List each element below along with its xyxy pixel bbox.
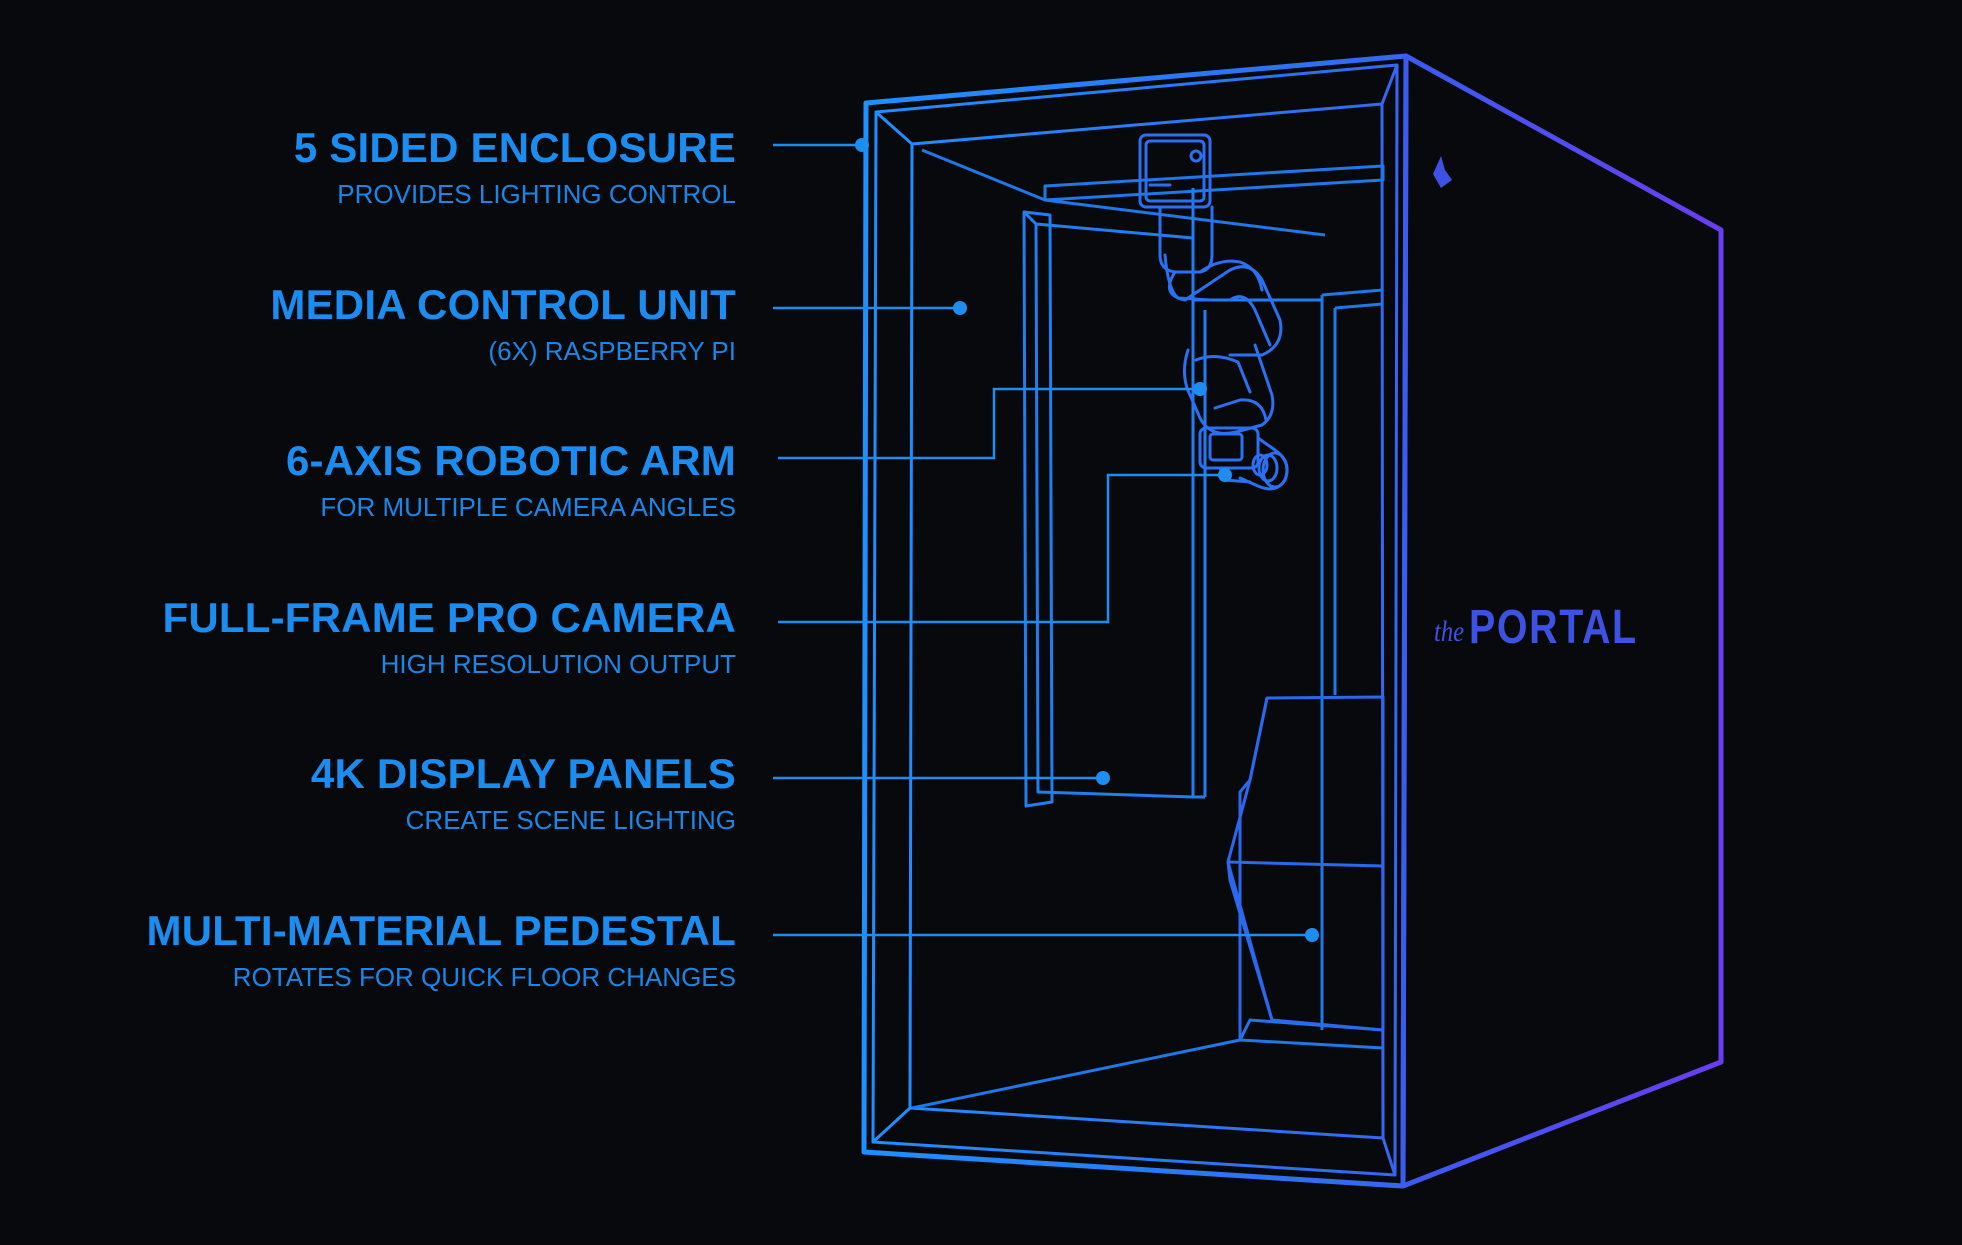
callout-dot-robotic-arm	[1193, 382, 1207, 396]
brand-prefix: the	[1434, 615, 1465, 648]
flame-logo-icon	[1433, 156, 1452, 188]
feature-robotic-arm: 6-AXIS ROBOTIC ARM FOR MULTIPLE CAMERA A…	[286, 437, 736, 523]
feature-subtitle: FOR MULTIPLE CAMERA ANGLES	[320, 492, 736, 522]
callout-dot-display	[1096, 771, 1110, 785]
feature-subtitle: PROVIDES LIGHTING CONTROL	[337, 179, 736, 209]
camera-body	[1198, 426, 1260, 470]
feature-media-control-unit: MEDIA CONTROL UNIT (6X) RASPBERRY PI	[270, 281, 736, 367]
feature-enclosure: 5 SIDED ENCLOSURE PROVIDES LIGHTING CONT…	[294, 124, 736, 210]
enclosure-interior	[911, 148, 1385, 1110]
callout-dot-media-control	[953, 301, 967, 315]
callout-dot-camera	[1218, 468, 1232, 482]
display-panel	[1022, 188, 1322, 808]
arm-mount	[1138, 133, 1212, 209]
brand-name: PORTAL	[1468, 601, 1638, 654]
feature-subtitle: (6X) RASPBERRY PI	[488, 336, 736, 366]
feature-display-panels: 4K DISPLAY PANELS CREATE SCENE LIGHTING	[311, 750, 736, 836]
callout-line-camera	[778, 473, 1225, 624]
enclosure-frame	[861, 53, 1724, 1189]
feature-pedestal: MULTI-MATERIAL PEDESTAL ROTATES FOR QUIC…	[147, 907, 736, 993]
feature-subtitle: HIGH RESOLUTION OUTPUT	[380, 649, 736, 679]
ceiling-rail	[1043, 164, 1385, 202]
robotic-arm	[1138, 133, 1289, 491]
feature-title: 6-AXIS ROBOTIC ARM	[285, 437, 736, 484]
callout-line-robotic-arm	[778, 387, 1200, 460]
feature-subtitle: ROTATES FOR QUICK FLOOR CHANGES	[232, 962, 736, 992]
feature-pro-camera: FULL-FRAME PRO CAMERA HIGH RESOLUTION OU…	[163, 594, 736, 680]
callout-dot-pedestal	[1305, 928, 1319, 942]
feature-title: 5 SIDED ENCLOSURE	[293, 124, 736, 171]
feature-subtitle: CREATE SCENE LIGHTING	[405, 805, 736, 835]
feature-title: FULL-FRAME PRO CAMERA	[162, 594, 736, 641]
callout-lines	[773, 143, 1312, 937]
camera-lens	[1261, 451, 1289, 489]
feature-title: 4K DISPLAY PANELS	[310, 750, 736, 797]
enclosure-side-panel	[1400, 53, 1724, 1189]
callout-dot-enclosure	[855, 138, 869, 152]
feature-title: MEDIA CONTROL UNIT	[270, 281, 736, 328]
pedestal	[1226, 695, 1385, 1040]
feature-title: MULTI-MATERIAL PEDESTAL	[146, 907, 736, 954]
callout-dots	[855, 138, 1319, 942]
